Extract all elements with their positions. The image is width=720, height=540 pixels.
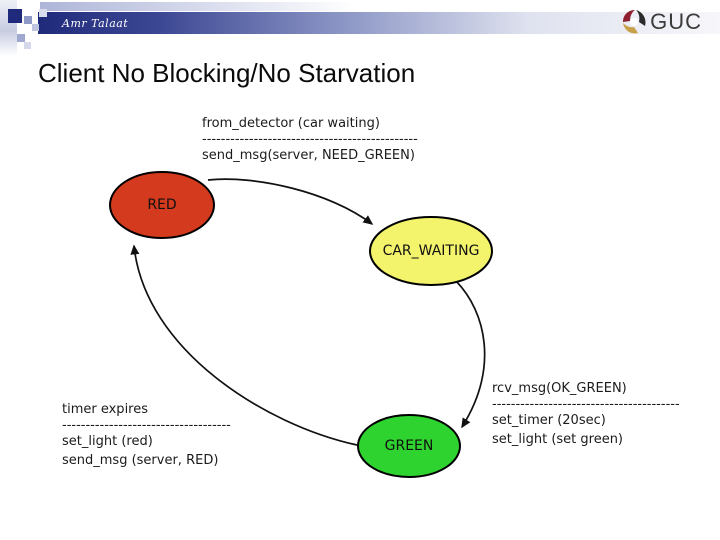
decorative-top-strip: [40, 2, 355, 11]
annotation-line: rcv_msg(OK_GREEN): [492, 381, 627, 396]
transition-carwaiting-to-green: [455, 280, 486, 429]
annotation-line: set_light (set green): [492, 432, 624, 447]
annotation-line: send_msg (server, RED): [62, 453, 219, 468]
annotation-red-to-carwaiting: from_detector (car waiting) ------------…: [202, 114, 418, 165]
annotation-line: set_timer (20sec): [492, 413, 606, 428]
state-label-red: RED: [147, 197, 177, 213]
decorative-square: [39, 9, 47, 17]
state-label-car-waiting: CAR_WAITING: [382, 243, 480, 259]
annotation-separator: ----------------------------------------: [492, 398, 680, 411]
header-bar: Amr Talaat: [38, 12, 720, 34]
transition-green-to-red: [130, 244, 358, 446]
annotation-line: from_detector (car waiting): [202, 116, 380, 131]
annotation-line: timer expires: [62, 402, 149, 417]
annotation-carwaiting-to-green: rcv_msg(OK_GREEN) ----------------------…: [492, 379, 680, 449]
guc-logo-emblem: [623, 9, 646, 33]
annotation-separator: ----------------------------------------…: [202, 133, 418, 146]
state-red: [109, 171, 215, 239]
annotation-green-to-red: timer expires --------------------------…: [62, 400, 231, 470]
decorative-square: [8, 9, 22, 23]
annotation-line: set_light (red): [62, 434, 153, 449]
decorative-square: [24, 16, 32, 24]
state-green: [357, 414, 461, 478]
guc-logo-text: GUC: [650, 9, 702, 34]
guc-logo: GUC: [621, 8, 702, 36]
decorative-square: [24, 42, 31, 49]
state-label-green: GREEN: [384, 438, 434, 454]
decorative-square: [17, 34, 25, 42]
author-name: Amr Talaat: [62, 16, 129, 30]
state-car-waiting: [369, 216, 493, 286]
decorative-square: [32, 24, 39, 31]
page-title: Client No Blocking/No Starvation: [38, 58, 416, 88]
annotation-separator: ------------------------------------: [62, 419, 231, 432]
annotation-line: send_msg(server, NEED_GREEN): [202, 148, 415, 163]
transition-red-to-carwaiting: [207, 178, 374, 225]
